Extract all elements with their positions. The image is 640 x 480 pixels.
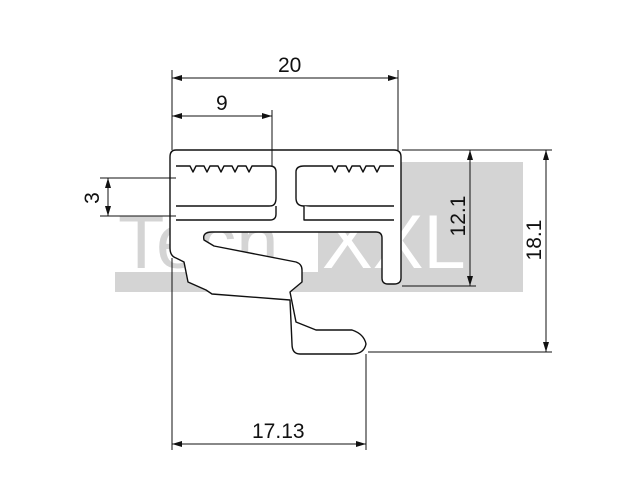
dimension-lip-width: 17.13 — [172, 420, 366, 447]
dim-label-overall-width: 20 — [278, 54, 301, 77]
dimension-overall-width: 20 — [172, 54, 398, 81]
dim-label-total-height: 18.1 — [523, 220, 546, 261]
dim-label-upper-height: 12.1 — [447, 196, 470, 237]
extension-lines — [100, 70, 552, 450]
profile-section — [169, 149, 402, 355]
upper-teeth-left — [176, 165, 277, 207]
lower-teeth-right — [303, 206, 394, 221]
dimension-total-height: 18.1 — [523, 150, 549, 352]
lower-teeth-left — [176, 206, 277, 221]
dimension-slot-width: 3 — [81, 178, 111, 216]
dimension-slot-center: 9 — [172, 92, 272, 119]
dimension-upper-height: 12.1 — [447, 150, 473, 286]
dim-label-slot-width: 3 — [81, 192, 104, 204]
upper-teeth-right — [295, 165, 394, 207]
dim-label-lip-width: 17.13 — [252, 420, 305, 443]
dim-label-slot-center: 9 — [216, 92, 228, 115]
